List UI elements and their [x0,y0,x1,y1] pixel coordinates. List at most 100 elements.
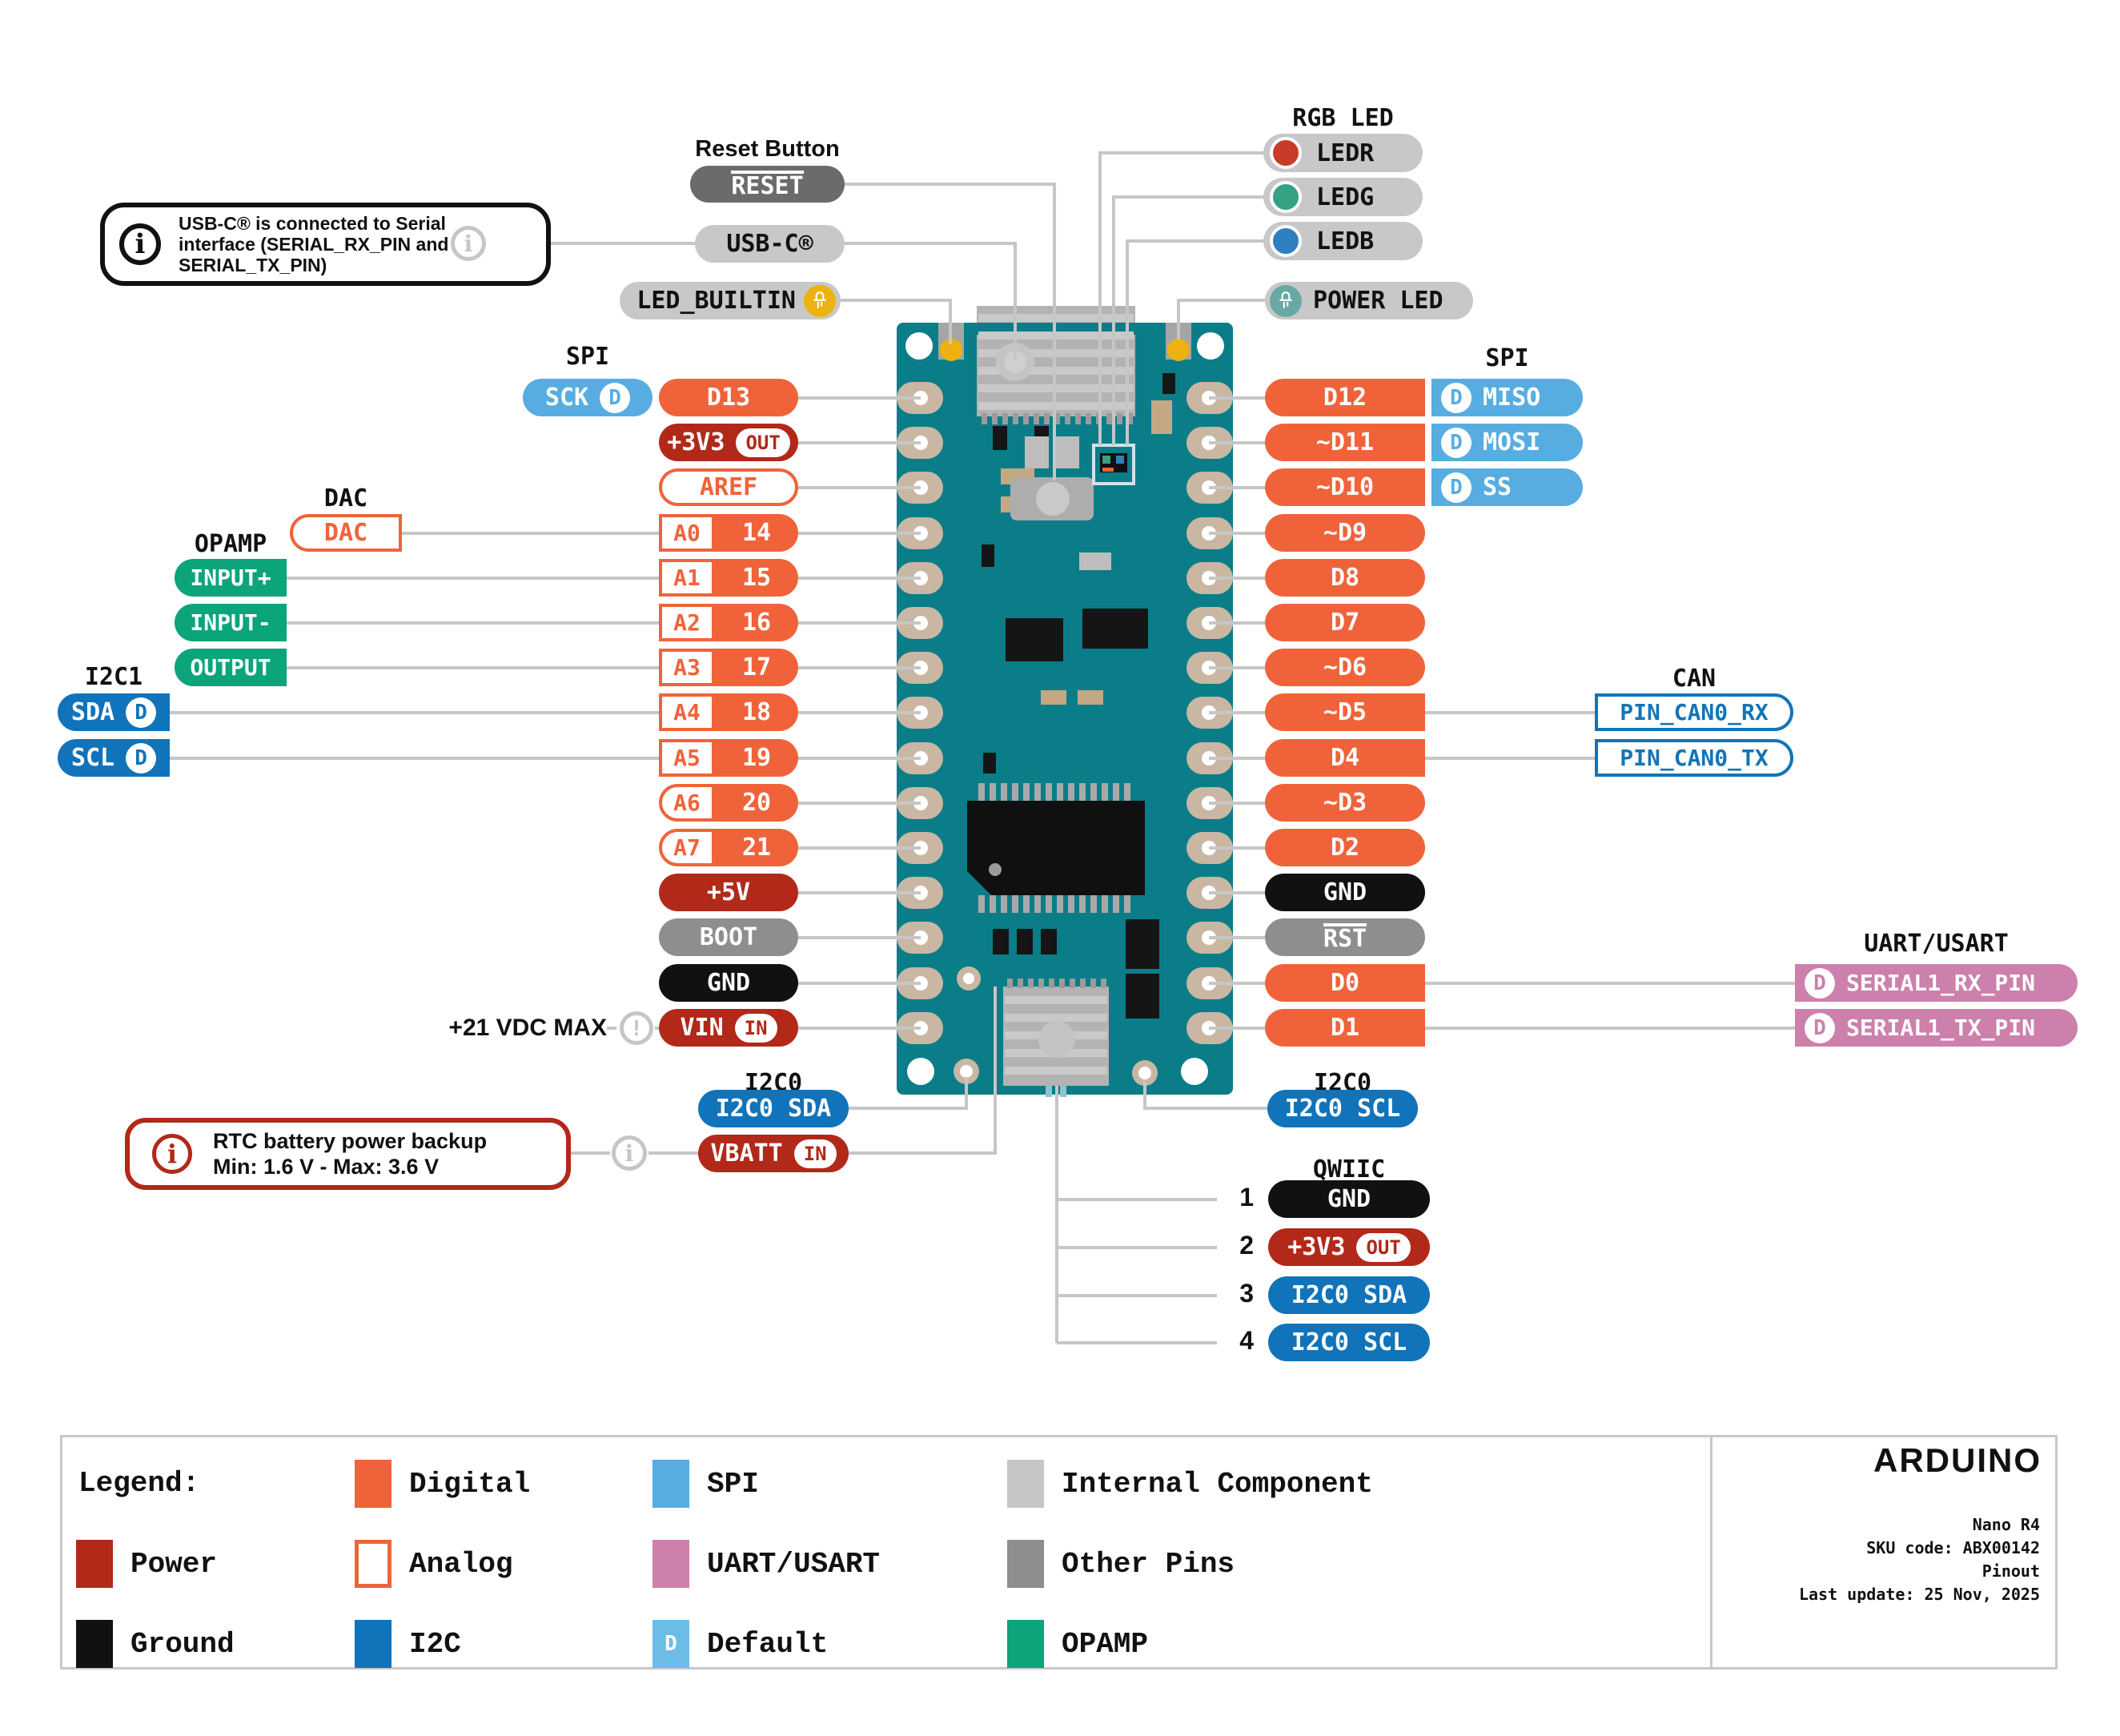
legend-swatch-opamp [1007,1620,1044,1668]
legend-item-digital: Digital [355,1460,530,1508]
pin-rst: RST [1265,918,1425,956]
pin-label: MOSI [1483,428,1541,456]
pin-d3: ~D3 [1265,784,1425,822]
qwiic-pin-number: 4 [1239,1326,1254,1355]
i2c0-scl-pin: I2C0 SCL [1267,1090,1418,1127]
pin-label: A6 [659,784,715,822]
i2c0-sda-pin: I2C0 SDA [698,1090,849,1127]
info-icon: i [612,1135,647,1171]
default-badge: D [126,742,157,774]
pin-label: D7 [1330,609,1360,637]
pin-number: 20 [715,784,798,822]
pin-label: D1 [1330,1014,1360,1042]
rtc-callout-text: RTC battery power backup Min: 1.6 V - Ma… [213,1129,488,1179]
pin-number: 18 [715,693,798,731]
legend-item-uart-usart: UART/USART [652,1540,880,1588]
pin-label: I2C0 SCL [1291,1328,1407,1356]
pin-label: SERIAL1_TX_PIN [1846,1015,2036,1041]
pin-label: USB-C® [726,230,813,258]
pin-label: ~D6 [1323,653,1367,681]
pin-d13: D13 [659,379,798,416]
led-icon [804,284,836,317]
pin-label: A0 [659,514,715,552]
qwiic-gnd: GND [1268,1180,1430,1218]
legend-swatch-uart [652,1540,689,1588]
pin-5v: +5V [659,874,798,911]
pin-label: +3V3 [1287,1233,1346,1261]
pin-d4: D4 [1265,739,1425,777]
pin-number: 16 [715,604,798,641]
pin-d6: ~D6 [1265,649,1425,686]
vin-warning-text: +21 VDC MAX [448,1015,607,1041]
can-title: CAN [1672,665,1716,693]
vbatt-pin: VBATT IN [698,1135,849,1172]
usb-serial-callout-text: USB-C® is connected to Serial interface … [179,213,449,275]
brand-info: Nano R4 SKU code: ABX00142 Pinout Last u… [1798,1515,2040,1604]
rtc-battery-callout: i RTC battery power backup Min: 1.6 V - … [125,1118,571,1190]
pin-label: PIN_CAN0_RX [1620,699,1769,725]
pin-label: ~D10 [1315,473,1375,501]
opamp-output: OUTPUT [175,649,287,686]
legend-label: Digital [409,1467,531,1501]
pin-label: ~D9 [1323,519,1367,547]
legend-swatch-ground [76,1620,113,1668]
qwiic-pin-number: 1 [1239,1183,1254,1212]
legend-swatch-i2c [355,1620,391,1668]
pin-d12: D12 [1265,379,1425,416]
legend-swatch-other [1007,1540,1044,1588]
pin-d7: D7 [1265,604,1425,641]
legend-label: Analog [409,1547,513,1581]
in-badge: IN [793,1139,837,1168]
qwiic-pin-number: 3 [1239,1279,1254,1308]
pin-label: MISO [1483,384,1541,412]
legend-divider [1710,1435,1712,1670]
legend-label: UART/USART [707,1547,881,1581]
legend-swatch-power [76,1540,113,1588]
pin-label: LED_BUILTIN [636,287,796,315]
qwiic-title: QWIIC [1312,1155,1386,1183]
pin-label: D12 [1323,384,1367,412]
legend-label: Other Pins [1062,1547,1235,1581]
info-icon: i [119,223,161,265]
opamp-input: INPUT- [175,604,287,641]
pin-label: BOOT [699,923,758,951]
legend-label: Ground [130,1627,235,1661]
legend-swatch-digital [355,1460,391,1508]
legend-item-analog: Analog [355,1540,513,1588]
legend-item-other-pins: Other Pins [1007,1540,1235,1588]
pin-label: D4 [1330,744,1360,772]
legend-label: Default [707,1627,829,1661]
info-icon: i [451,226,486,261]
pin-label: OUTPUT [190,654,271,681]
pin-d2: D2 [1265,829,1425,866]
opamp-input: INPUT+ [175,559,287,597]
pin-d8: D8 [1265,559,1425,597]
pin-gnd: GND [659,964,798,1002]
pin-label: VBATT [710,1139,783,1167]
power-led-pin: POWER LED [1265,282,1473,319]
pin-label: A7 [659,829,715,866]
pin-label: A5 [659,739,715,777]
legend-item-internal-component: Internal Component [1007,1460,1373,1508]
out-badge: OUT [736,428,790,457]
pin-label: I2C0 SDA [715,1095,832,1123]
pin-d11: ~D11 [1265,424,1425,461]
pin-label: INPUT- [190,609,271,636]
legend-swatch-internal [1007,1460,1044,1508]
default-badge: D [1441,472,1472,503]
pin-label: A2 [659,604,715,641]
legend-swatch-default: D [652,1620,689,1668]
default-badge: D [600,382,631,413]
pin-aref: AREF [659,468,798,506]
warning-icon: ! [620,1011,653,1045]
arduino-wordmark: ARDUINO [1873,1441,2042,1479]
